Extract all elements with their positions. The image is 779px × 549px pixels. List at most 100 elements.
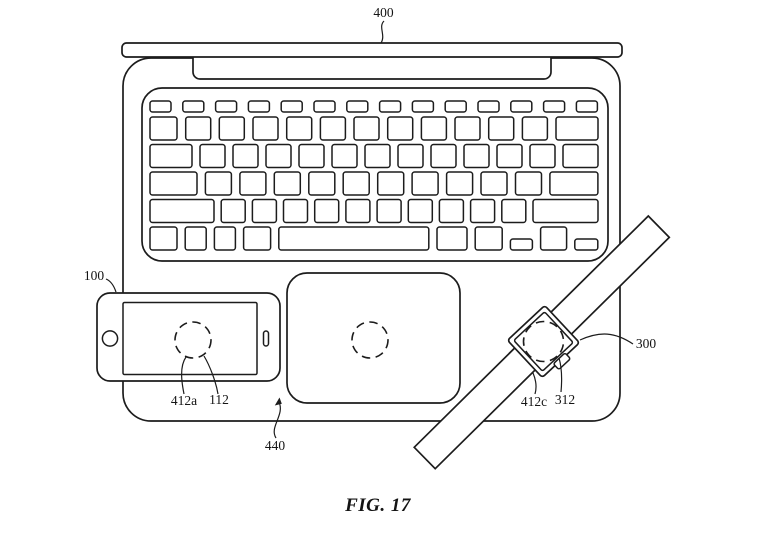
leader-400 (380, 20, 385, 44)
keyboard-key (149, 143, 193, 169)
keyboard-key (469, 198, 496, 224)
laptop-lid-bar (121, 42, 623, 58)
ref-label-112: 112 (209, 392, 229, 407)
keyboard-key (199, 143, 226, 169)
keyboard-key (514, 171, 543, 196)
keyboard-key (529, 143, 556, 169)
keyboard-key (510, 100, 533, 113)
keyboard-key (149, 198, 215, 224)
keyboard-key (273, 171, 302, 196)
keyboard-key (242, 226, 272, 251)
ref-label-100: 100 (84, 268, 105, 283)
ref-label-412a: 412a (171, 393, 197, 408)
trackpad (286, 272, 461, 404)
keyboard-key (463, 143, 490, 169)
keyboard-key (308, 171, 336, 196)
keyboard-key (285, 116, 313, 141)
keyboard-key (430, 143, 457, 169)
keyboard-key (386, 116, 414, 141)
keyboard-key (251, 198, 278, 224)
ref-label-412c: 412c (521, 394, 547, 409)
keyboard-key (184, 226, 207, 251)
ref-label-300: 300 (636, 336, 657, 351)
keyboard-key (265, 143, 292, 169)
keyboard-key (182, 100, 205, 113)
keyboard-key (319, 116, 347, 141)
keyboard-key (214, 100, 238, 113)
keyboard-key (218, 116, 246, 141)
keyboard-key (298, 143, 325, 169)
phone-home-button (101, 330, 119, 347)
keyboard-key (532, 198, 599, 224)
leader-112 (203, 355, 219, 395)
keyboard-key (378, 100, 402, 113)
keyboard-key (477, 100, 500, 113)
keyboard-key (239, 171, 267, 196)
keyboard-key (562, 143, 599, 169)
phone (96, 292, 281, 382)
leader-300 (579, 333, 634, 345)
phone-speaker (262, 330, 270, 347)
leader-440-arrowhead (274, 397, 282, 406)
keyboard-key (574, 238, 599, 251)
keyboard-key (331, 143, 358, 169)
keyboard-key (376, 171, 405, 196)
keyboard-keys (149, 100, 599, 251)
ref-label-440: 440 (265, 438, 286, 453)
leader-312 (558, 357, 563, 393)
keyboard-key (353, 116, 380, 141)
keyboard-key (509, 238, 534, 251)
keyboard-key (220, 198, 246, 224)
keyboard-key (420, 116, 448, 141)
leader-440 (273, 401, 281, 439)
keyboard-key (436, 226, 468, 251)
leader-412c (532, 372, 537, 395)
keyboard-key (376, 198, 402, 224)
keyboard-key (278, 226, 430, 251)
keyboard-key (411, 171, 439, 196)
keyboard-key (487, 116, 515, 141)
keyboard-key (480, 171, 508, 196)
figure-caption: FIG. 17 (344, 495, 412, 516)
watch (507, 305, 580, 378)
keyboard-key (501, 198, 527, 224)
keyboard-key (149, 226, 178, 251)
leader-412a (181, 356, 187, 395)
keyboard-key (444, 100, 467, 113)
keyboard-key (313, 198, 340, 224)
keyboard-key (445, 171, 474, 196)
keyboard-key (575, 100, 599, 113)
keyboard-key (549, 171, 599, 196)
keyboard-key (247, 100, 271, 113)
keyboard-key (454, 116, 481, 141)
keyboard-key (521, 116, 549, 141)
phone-charging-coil (174, 321, 212, 359)
keyboard-key (411, 100, 435, 113)
keyboard-key (342, 171, 370, 196)
keyboard-key (282, 198, 309, 224)
keyboard-key (346, 100, 369, 113)
keyboard-key (204, 171, 233, 196)
keyboard-key (539, 226, 568, 251)
keyboard-key (232, 143, 259, 169)
keyboard-key (345, 198, 371, 224)
keyboard-key (496, 143, 523, 169)
keyboard-key (555, 116, 599, 141)
keyboard-key (184, 116, 212, 141)
keyboard-key (407, 198, 434, 224)
keyboard-key (252, 116, 279, 141)
keyboard-key (149, 100, 172, 113)
ref-label-400: 400 (373, 5, 394, 20)
keyboard-key (542, 100, 566, 113)
keyboard-key (149, 116, 178, 141)
keyboard-key (397, 143, 424, 169)
keyboard-key (149, 171, 198, 196)
ref-label-312: 312 (555, 392, 575, 407)
keyboard-key (213, 226, 237, 251)
leader-100 (105, 278, 117, 293)
keyboard-key (280, 100, 303, 113)
keyboard-key (364, 143, 391, 169)
watch-charging-coil (522, 320, 565, 363)
